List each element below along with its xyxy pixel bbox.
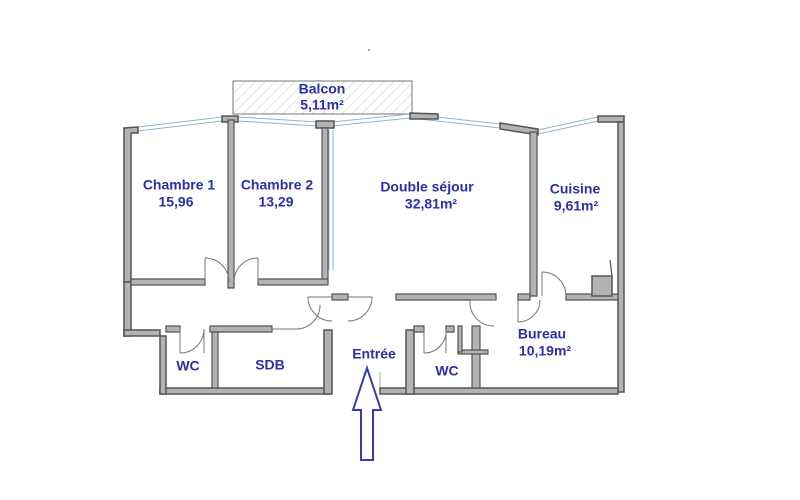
- balcon-area: 5,11m²: [300, 97, 344, 113]
- wc2-name: WC: [435, 363, 458, 379]
- entrance-arrow-icon: [351, 364, 383, 461]
- room-labels: Balcon 5,11m² Chambre 1 15,96 Chambre 2 …: [143, 81, 601, 379]
- balcon-name: Balcon: [299, 81, 346, 97]
- dot-mark: [368, 49, 370, 51]
- chambre1-name: Chambre 1: [143, 177, 216, 193]
- bureau-area: 10,19m²: [519, 343, 571, 359]
- chambre1-area: 15,96: [158, 194, 193, 210]
- cuisine-area: 9,61m²: [554, 198, 599, 214]
- chambre2-name: Chambre 2: [241, 177, 314, 193]
- doors: [179, 257, 567, 354]
- bureau-name: Bureau: [518, 326, 566, 342]
- entree-name: Entrée: [352, 346, 396, 362]
- interior-walls: [130, 119, 619, 389]
- outer-walls: [123, 112, 625, 395]
- sejour-area: 32,81m²: [405, 196, 457, 212]
- wc1-name: WC: [176, 358, 199, 374]
- cuisine-name: Cuisine: [550, 181, 601, 197]
- chambre2-area: 13,29: [258, 194, 293, 210]
- sejour-name: Double séjour: [380, 179, 474, 195]
- sdb-name: SDB: [255, 357, 285, 373]
